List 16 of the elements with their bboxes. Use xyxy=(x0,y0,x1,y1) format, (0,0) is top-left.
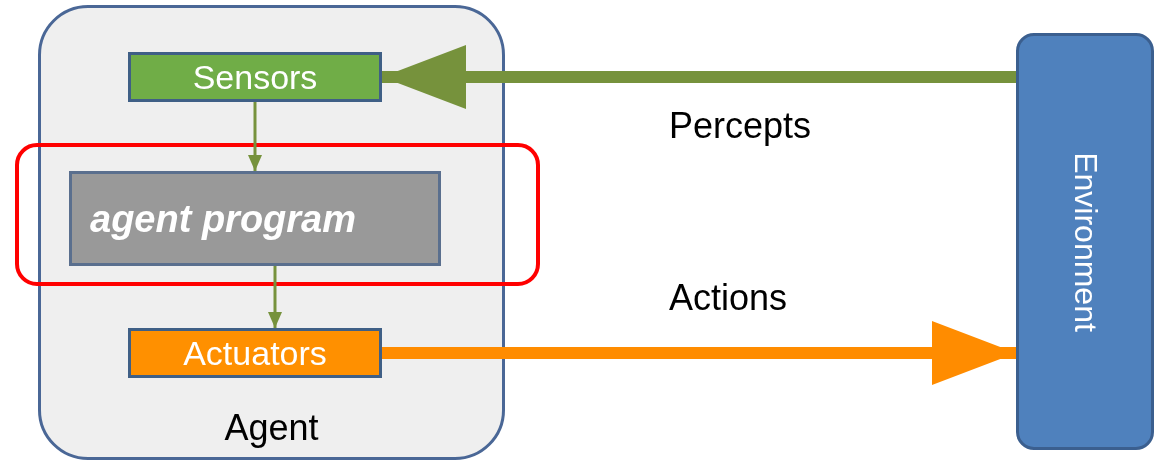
arrow xyxy=(382,321,1016,385)
box-label: Environment xyxy=(1066,151,1104,332)
box-label: agent program xyxy=(90,197,357,240)
edge-label: Actions xyxy=(669,277,788,319)
environment-box xyxy=(1016,33,1154,450)
agent-label: Agent xyxy=(224,407,319,449)
process-box xyxy=(128,328,382,378)
arrow xyxy=(382,45,1016,109)
box-label: Sensors xyxy=(192,57,318,97)
process-box xyxy=(128,52,382,102)
highlight-box xyxy=(15,143,540,286)
edge-label: Percepts xyxy=(669,105,812,147)
arrow xyxy=(248,102,262,171)
arrow xyxy=(268,266,282,328)
process-box xyxy=(69,171,441,266)
box-label: Actuators xyxy=(183,333,327,373)
